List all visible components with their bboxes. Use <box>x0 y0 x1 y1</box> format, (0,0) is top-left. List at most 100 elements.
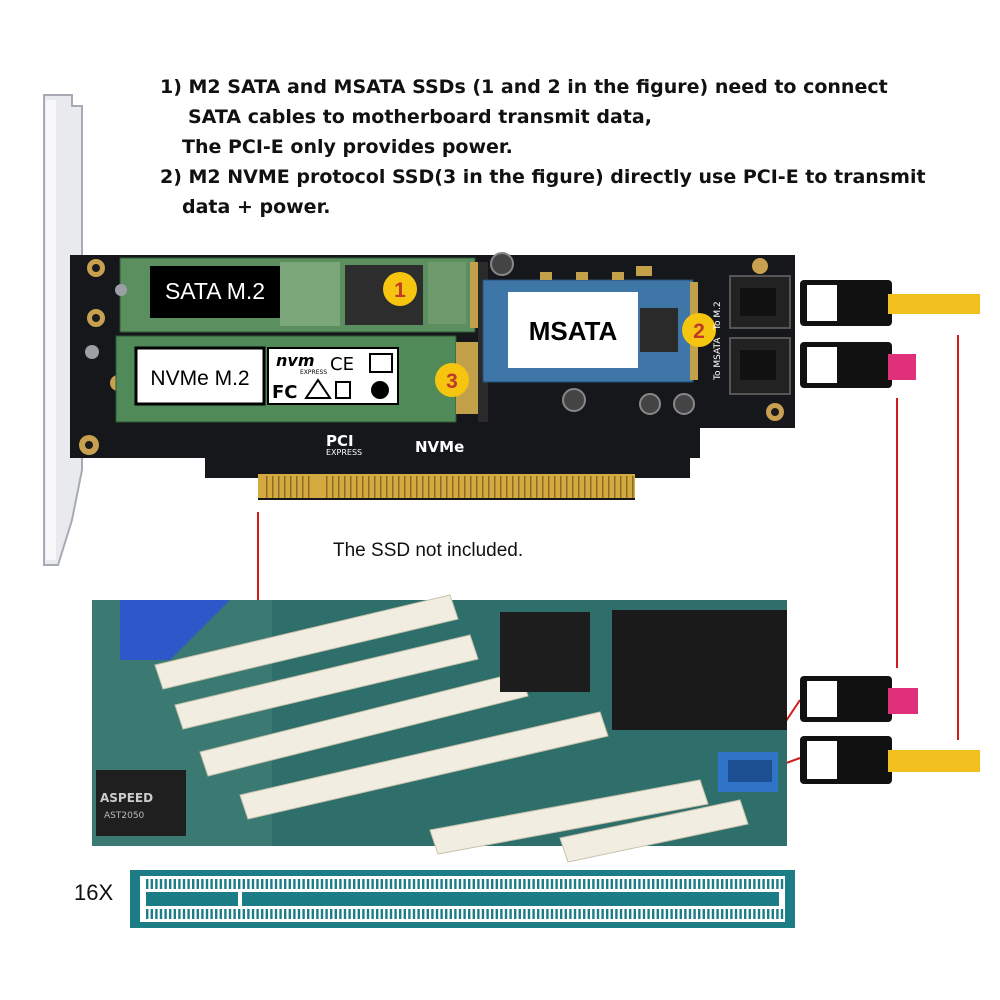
slot-pin <box>537 879 540 889</box>
slot-pin <box>578 909 581 919</box>
slot-pin <box>417 909 420 919</box>
slot-pin <box>629 879 632 889</box>
slot-pin <box>780 879 784 889</box>
slot-pin <box>725 909 728 919</box>
finger-gap <box>302 476 304 498</box>
slot-pin <box>399 879 402 889</box>
slot-pin <box>219 909 222 919</box>
slot-pin <box>155 909 158 919</box>
slot-pin <box>242 909 245 919</box>
ssd-not-included-caption: The SSD not included. <box>333 540 524 561</box>
slot-pin <box>721 879 724 889</box>
slot-pin <box>541 879 544 889</box>
slot-pin <box>638 909 641 919</box>
finger-gap <box>506 476 508 498</box>
slot-pin <box>449 909 452 919</box>
finger-gap <box>350 476 352 498</box>
slot-pin <box>495 909 498 919</box>
slot-pin <box>311 879 314 889</box>
finger-gap <box>416 476 418 498</box>
finger-gap <box>326 476 328 498</box>
finger-gap <box>368 476 370 498</box>
slot-pin <box>583 879 586 889</box>
finger-gap <box>278 476 280 498</box>
slot-pin <box>256 909 259 919</box>
chip-model: AST2050 <box>104 811 145 821</box>
finger-gap <box>488 476 490 498</box>
slot-pin <box>472 909 475 919</box>
slot-pin <box>150 879 153 889</box>
finger-gap <box>584 476 586 498</box>
slot-pin <box>610 879 613 889</box>
pci-logo: PCI <box>326 432 354 450</box>
slot-pin <box>624 909 627 919</box>
slot-pin <box>247 909 250 919</box>
slot-pin <box>610 909 613 919</box>
slot-pin <box>233 909 236 919</box>
slot-pin <box>274 909 278 919</box>
slot-pin <box>265 879 268 889</box>
slot-pin <box>150 909 153 919</box>
slot-pin <box>587 909 590 919</box>
slot-pin <box>702 879 705 889</box>
slot-pin <box>371 879 374 889</box>
slot-pin <box>182 909 186 919</box>
finger-gap <box>428 476 430 498</box>
slot-pin <box>698 879 701 889</box>
finger-gap <box>566 476 568 498</box>
slot-pin <box>265 909 268 919</box>
slot-pin <box>201 909 204 919</box>
slot-pin <box>343 909 347 919</box>
slot-pin <box>601 879 604 889</box>
slot-pin <box>293 909 296 919</box>
slot-pin <box>486 879 489 889</box>
nvm-logo: nvm <box>276 351 315 370</box>
slot-pin <box>169 909 172 919</box>
finger-gap <box>398 476 400 498</box>
slot-pin <box>771 879 774 889</box>
slot-pin <box>491 909 494 919</box>
slot-pin <box>454 909 457 919</box>
marker-2 <box>682 313 716 347</box>
finger-gap <box>434 476 436 498</box>
pci-express-logo: EXPRESS <box>326 448 362 457</box>
slot-pin <box>762 909 765 919</box>
slot-pin <box>615 909 618 919</box>
slot-pin <box>454 879 457 889</box>
marker-1-label: 1 <box>394 279 406 302</box>
slot-pin <box>491 879 494 889</box>
slot-pin <box>481 909 485 919</box>
slot-pin <box>320 879 324 889</box>
pci-slot <box>199 671 529 777</box>
note-line-2: SATA cables to motherboard transmit data… <box>188 106 652 128</box>
slot-pin <box>615 879 618 889</box>
slot-pin <box>546 909 549 919</box>
slot-pin <box>348 879 351 889</box>
slot-pin <box>270 909 273 919</box>
slot-pin <box>288 879 291 889</box>
slot-pin <box>716 879 719 889</box>
slot-pin <box>334 909 337 919</box>
slot-pin <box>366 879 370 889</box>
slot-pin <box>500 909 503 919</box>
slot-pin <box>569 909 572 919</box>
slot-pin <box>270 879 273 889</box>
slot-pin <box>380 909 383 919</box>
slot-pin <box>343 879 347 889</box>
card-silkscreen: PCI EXPRESS NVMe To MSATA To M.2 <box>326 301 723 457</box>
finger-gap <box>458 476 460 498</box>
slot-pin <box>394 909 397 919</box>
slot-pin <box>504 879 508 889</box>
slot-pin <box>688 879 692 889</box>
slot-pin <box>472 879 475 889</box>
nvme-m2-module: NVMe M.2 nvm EXPRESS CE FC 3 <box>115 335 478 423</box>
nvme-silk: NVMe <box>415 438 464 456</box>
slot-pin <box>399 909 402 919</box>
slot-pin <box>776 879 779 889</box>
slot-pin <box>757 909 761 919</box>
finger-gap <box>386 476 388 498</box>
finger-gap <box>392 476 394 498</box>
slot-pin <box>146 909 149 919</box>
slot-pin <box>261 909 264 919</box>
slot-pin <box>279 909 282 919</box>
